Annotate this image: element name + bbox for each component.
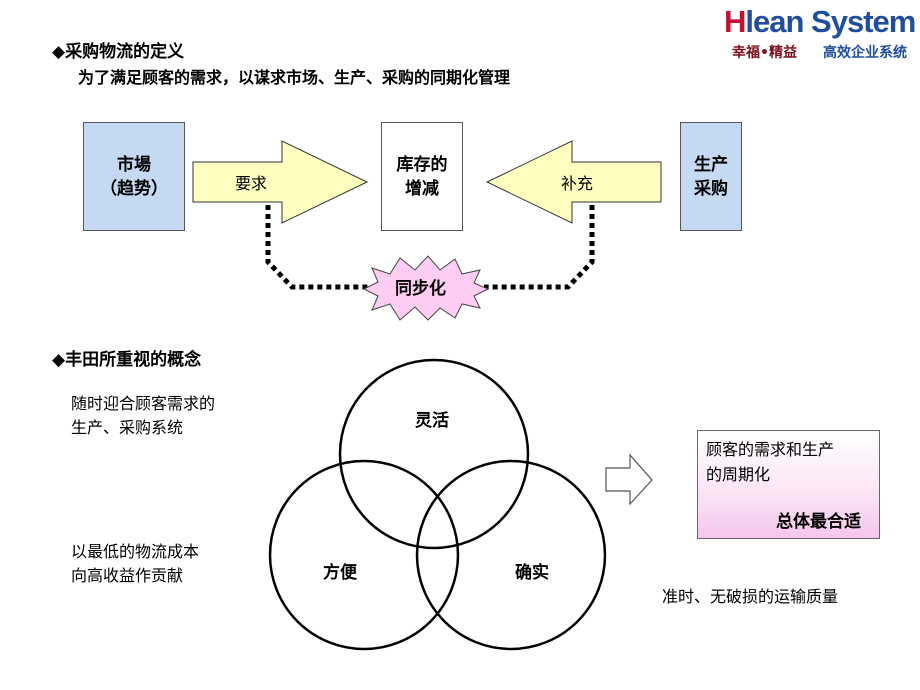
inventory-change-box: 库存的 增减 [381,122,463,231]
logo-tagline: 幸福•精益 高效企业系统 [732,42,907,62]
section1-subheading: 为了满足顾客的需求，以谋求市场、生产、采购的同期化管理 [78,68,511,87]
logo-tagline-left: 幸福•精益 [732,45,797,61]
result-box-text: 顾客的需求和生产 的周期化 [706,440,835,484]
market-trend-box: 市場 （趋势） [83,122,185,231]
replenish-arrow [485,140,662,224]
section2-heading: ◆丰田所重视的概念 [52,350,202,370]
replenish-arrow-label: 补充 [561,174,594,193]
logo-tagline-right: 高效企业系统 [822,45,907,61]
logo-wordmark: lean System [745,4,916,39]
request-arrow [192,140,369,224]
logo-letter-h: H [724,4,746,39]
brand-logo: Hlean System [724,4,916,40]
result-box: 顾客的需求和生产 的周期化 总体最合适 [697,430,880,539]
venn-label-convenient: 方便 [323,563,357,583]
venn-circle-top [338,358,530,550]
venn-circle-left [268,459,460,651]
sync-burst-shape [362,255,490,321]
result-box-conclusion: 总体最合适 [776,512,861,532]
sync-connector-left [265,205,370,290]
sync-label: 同步化 [395,279,446,299]
venn-circle-right [415,459,607,651]
convenience-description: 以最低的物流成本 向高收益作贡献 [71,542,200,585]
result-arrow-icon [605,453,653,506]
request-arrow-label: 要求 [235,174,268,193]
venn-label-reliable: 确实 [515,563,549,583]
production-procurement-box: 生产 采购 [680,122,742,231]
transport-quality-text: 准时、无破损的运输质量 [662,587,839,606]
venn-label-flexible: 灵活 [415,411,449,431]
sync-connector-right [484,205,595,290]
section1-heading: ◆采购物流的定义 [52,42,185,62]
flexibility-description: 随时迎合顾客需求的 生产、采购系统 [71,394,216,437]
